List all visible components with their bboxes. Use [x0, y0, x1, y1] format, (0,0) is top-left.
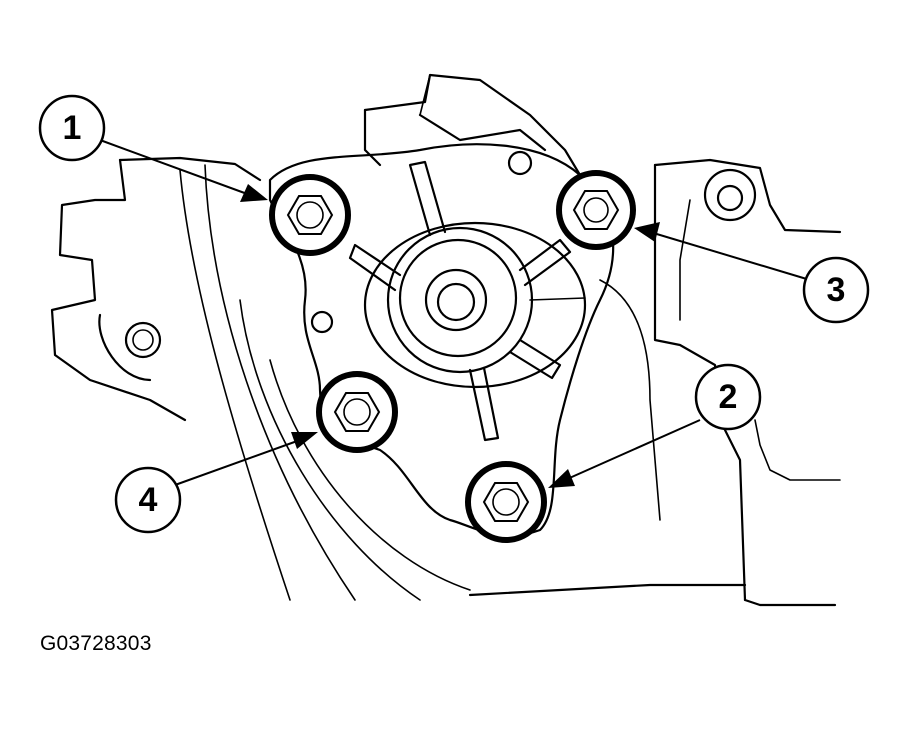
callout-3-label: 3	[827, 271, 846, 309]
bolt-3	[556, 170, 636, 250]
callout-1-label: 1	[63, 109, 82, 147]
leader-4	[174, 432, 318, 486]
leader-1	[99, 139, 268, 202]
engine-casting-right	[468, 158, 842, 607]
callout-4-label: 4	[139, 481, 158, 519]
engine-casting-left	[50, 156, 471, 601]
pump-housing-top	[363, 73, 582, 177]
figure-id: G03728303	[40, 632, 152, 655]
bolt-2	[465, 461, 547, 543]
pump-impeller	[348, 160, 587, 442]
callout-1: 1	[38, 94, 106, 162]
callout-2: 2	[694, 363, 762, 431]
bolt-1	[269, 174, 351, 256]
leader-3	[634, 222, 811, 281]
callout-3: 3	[802, 256, 870, 324]
callout-2-label: 2	[719, 378, 738, 416]
bolt-4	[316, 371, 398, 453]
pump-body-plate	[268, 143, 615, 537]
leader-2	[548, 419, 701, 488]
callout-4: 4	[114, 466, 182, 534]
